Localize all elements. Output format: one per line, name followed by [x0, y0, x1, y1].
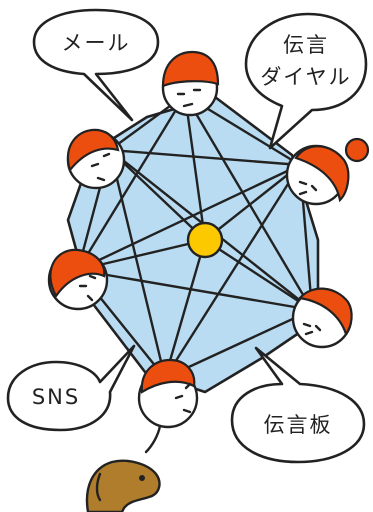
person-upper-left	[68, 130, 124, 188]
person-top	[163, 52, 218, 115]
person-bottom	[139, 360, 197, 452]
person-middle-left	[49, 250, 107, 309]
bubble-sns: SNS	[8, 346, 134, 430]
hub-circle	[188, 223, 222, 257]
bubble-dial-line1: 伝言	[283, 33, 329, 57]
bubble-sns-text: SNS	[32, 385, 80, 409]
bubble-mail: メール	[34, 10, 158, 120]
dog	[87, 461, 159, 512]
person-lower-right	[293, 289, 352, 347]
bubble-board-text: 伝言板	[264, 413, 333, 437]
bubble-mail-text: メール	[62, 31, 131, 55]
bubble-dial: 伝言 ダイヤル	[246, 14, 366, 148]
bubble-dial-line2: ダイヤル	[260, 65, 351, 89]
person-upper-right	[287, 139, 368, 204]
